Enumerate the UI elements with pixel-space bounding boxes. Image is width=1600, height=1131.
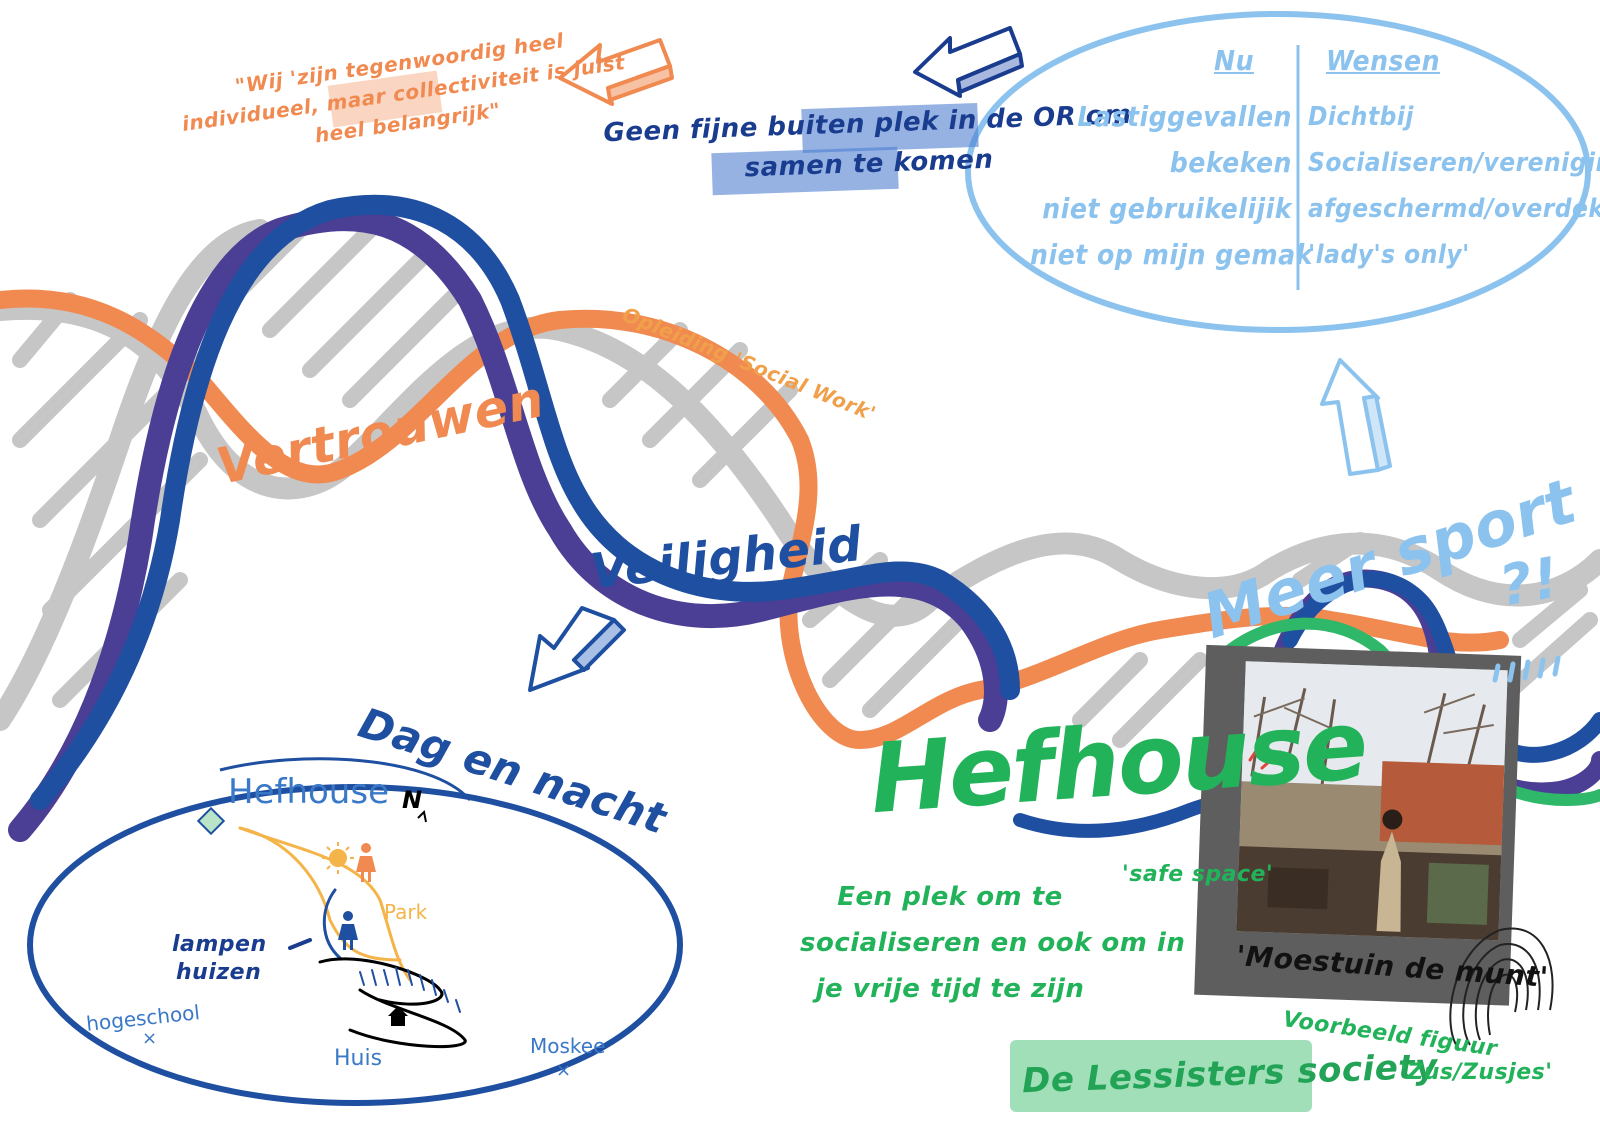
safe-space-label: 'safe space' bbox=[1122, 862, 1274, 887]
map-moskee-marker: × bbox=[556, 1060, 572, 1081]
map-moskee-label: Moskee bbox=[530, 1034, 606, 1058]
col2-header: Wensen bbox=[1326, 44, 1441, 77]
accent-marks bbox=[1492, 655, 1561, 683]
map-oval bbox=[27, 784, 683, 1106]
map-hefhouse-label: Hefhouse bbox=[228, 772, 389, 812]
blue-arrow-icon bbox=[913, 26, 1024, 98]
photo-garden bbox=[1236, 661, 1508, 941]
map-title-underline bbox=[219, 757, 472, 801]
hefhouse-desc-line-3: je vrije tijd te zijn bbox=[815, 974, 1085, 1004]
map-huizen-label: huizen bbox=[176, 960, 262, 985]
helix-blue-strand bbox=[30, 194, 1020, 810]
kite-icon bbox=[196, 806, 226, 836]
meer-sport-marks: ?! bbox=[1494, 545, 1565, 620]
wishes-oval bbox=[965, 11, 1591, 333]
helix-purple-strand bbox=[8, 207, 1008, 842]
map-compass-label: N bbox=[402, 786, 423, 814]
col1-item: bekeken bbox=[1169, 146, 1292, 179]
map-drawing bbox=[238, 826, 467, 1049]
col1-list: Lastiggevallen bekeken niet gebruikeliji… bbox=[1030, 94, 1313, 278]
red-accent-marks bbox=[1248, 740, 1282, 770]
helix-grey-strands bbox=[0, 219, 1600, 731]
col2-item: afgeschermd/overdekt bbox=[1308, 194, 1600, 224]
hefhouse-desc-line-1: Een plek om te bbox=[837, 882, 1063, 912]
zusjes-label: 'Zus/Zusjes' bbox=[1400, 1060, 1553, 1085]
col2-item: Dichtbij bbox=[1308, 102, 1414, 132]
map-hogeschool-marker: × bbox=[142, 1028, 158, 1049]
moon-icon bbox=[283, 876, 300, 898]
col1-item: niet gebruikelijik bbox=[1042, 192, 1292, 225]
orange-arrow-icon bbox=[558, 38, 674, 106]
note-highlight-2 bbox=[711, 146, 899, 196]
fingerprint-icon bbox=[1449, 927, 1554, 1051]
woman-blue-icon bbox=[338, 911, 358, 950]
light-blue-up-arrow-icon bbox=[1320, 358, 1392, 476]
sun-icon bbox=[322, 842, 354, 874]
down-arrow-icon bbox=[528, 606, 626, 692]
helix-orange-strand bbox=[0, 289, 1509, 750]
hefhouse-description: Een plek om te socialiseren en ook om in… bbox=[800, 874, 1186, 1012]
map-park-label: Park bbox=[384, 900, 428, 924]
col1-header: Nu bbox=[1214, 44, 1255, 77]
col1-item: niet op mijn gemak bbox=[1030, 238, 1313, 271]
woman-orange-icon bbox=[356, 843, 376, 882]
house-icon bbox=[388, 1006, 408, 1026]
col2-item: 'lady's only' bbox=[1308, 240, 1470, 270]
hefhouse-desc-line-2: socialiseren en ook om in bbox=[800, 928, 1186, 958]
map-huis-label: Huis bbox=[334, 1046, 383, 1071]
col1-item: Lastiggevallen bbox=[1077, 100, 1292, 133]
col2-item: Socialiseren/vereniging bbox=[1308, 148, 1600, 178]
compass-mark-icon bbox=[417, 809, 427, 823]
col2-list: Dichtbij Socialiseren/vereniging afgesch… bbox=[1308, 94, 1600, 278]
note-highlight-1 bbox=[801, 102, 979, 154]
map-lampen-label: lampen bbox=[172, 932, 267, 957]
quote-highlight bbox=[327, 70, 443, 128]
society-highlight bbox=[1010, 1040, 1312, 1112]
